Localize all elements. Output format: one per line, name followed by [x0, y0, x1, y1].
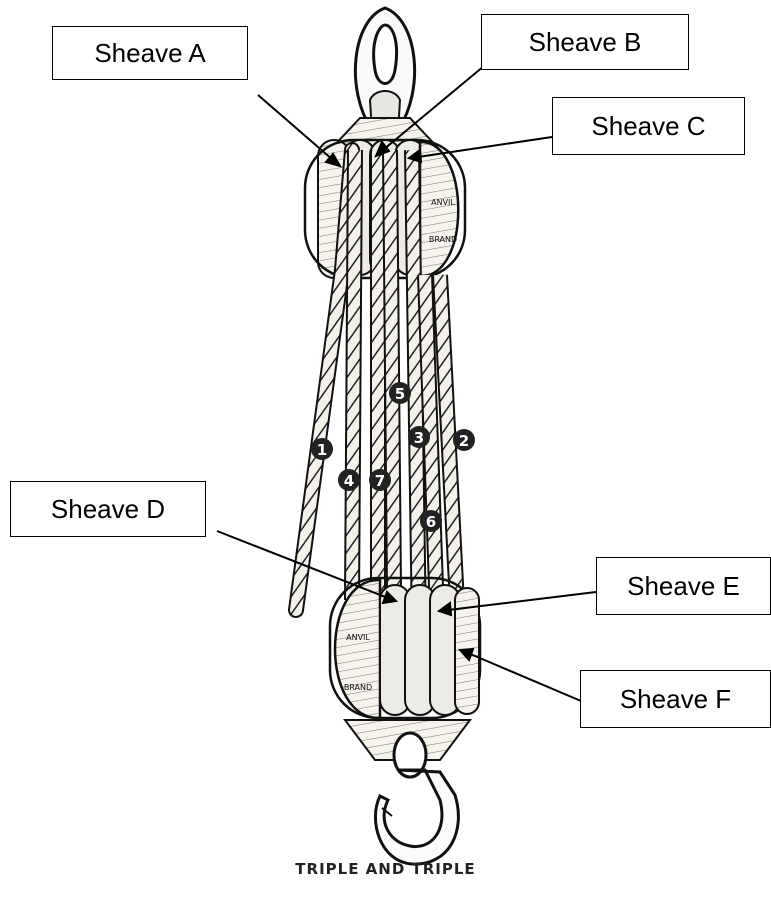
rope-number-3: 3 [408, 426, 430, 448]
label-sheave-c: Sheave C [552, 97, 745, 155]
bottom-block-brand-line1: ANVIL [346, 633, 370, 642]
arrow-sheave-a [258, 95, 340, 166]
top-shackle [330, 8, 440, 150]
label-sheave-a: Sheave A [52, 26, 248, 80]
rope-number-1: 1 [311, 438, 333, 460]
svg-text:5: 5 [395, 385, 405, 403]
svg-text:4: 4 [344, 472, 354, 490]
label-sheave-d: Sheave D [10, 481, 206, 537]
svg-text:2: 2 [459, 432, 469, 450]
svg-text:7: 7 [375, 472, 385, 490]
svg-text:6: 6 [426, 513, 436, 531]
rope-number-4: 4 [338, 469, 360, 491]
rope-number-5: 5 [389, 382, 411, 404]
label-sheave-e: Sheave E [596, 557, 771, 615]
label-sheave-b: Sheave B [481, 14, 689, 70]
rope-number-2: 2 [453, 429, 475, 451]
svg-text:3: 3 [414, 429, 424, 447]
rope-number-7: 7 [369, 469, 391, 491]
rope-number-6: 6 [420, 510, 442, 532]
bottom-block-brand-line2: BRAND [344, 683, 372, 692]
top-block-brand-line1: ANVIL [431, 198, 455, 207]
top-block-brand-line2: BRAND [429, 235, 457, 244]
label-sheave-f: Sheave F [580, 670, 771, 728]
figure-caption: TRIPLE AND TRIPLE [0, 860, 771, 878]
svg-text:1: 1 [317, 441, 327, 459]
